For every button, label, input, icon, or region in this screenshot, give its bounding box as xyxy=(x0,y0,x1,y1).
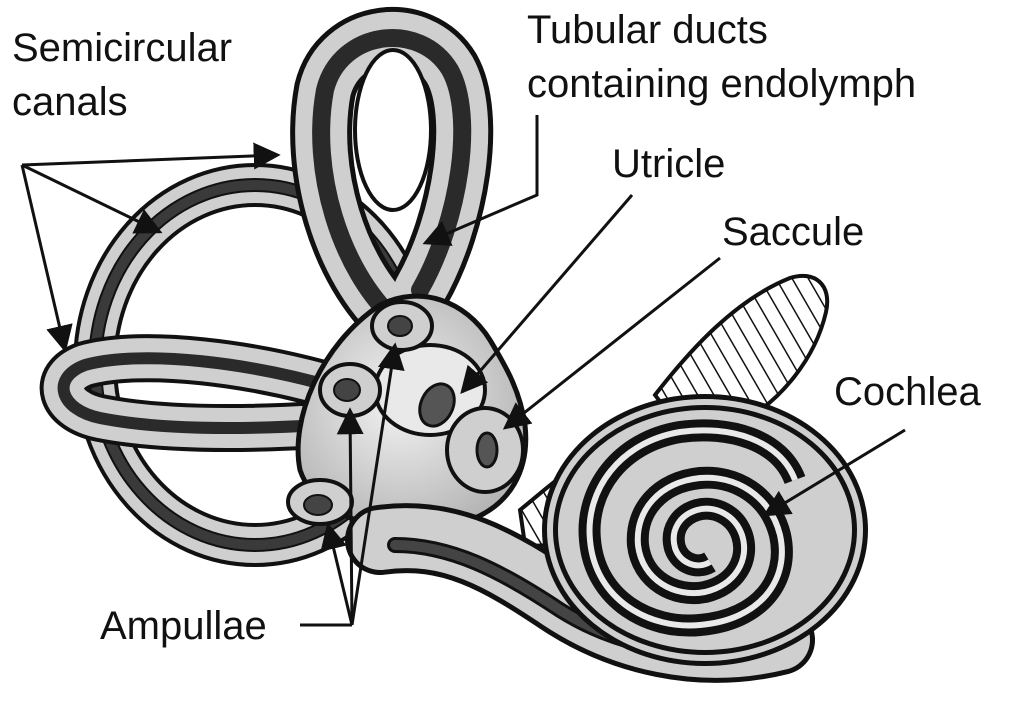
label-cochlea: Cochlea xyxy=(834,370,981,414)
leader-ampullae-2 xyxy=(336,407,364,626)
leader-lines xyxy=(20,115,906,627)
label-ampullae: Ampullae xyxy=(100,604,267,648)
saccule-macula xyxy=(475,431,499,469)
leader-utricle xyxy=(460,194,634,395)
leader-ampullae-1 xyxy=(320,522,354,626)
label-semicircular-line2: canals xyxy=(12,80,128,124)
anterior-semicircular-canal xyxy=(290,7,494,351)
leader-semicircular-1 xyxy=(21,142,281,170)
leader-semicircular-2 xyxy=(21,163,163,234)
label-tubular-line1: Tubular ducts xyxy=(527,8,768,52)
leader-cochlea xyxy=(762,428,906,517)
lateral-semicircular-canal xyxy=(39,334,404,452)
utricle-macula xyxy=(418,382,456,428)
label-semicircular-line1: Semicircular xyxy=(12,26,233,70)
leader-saccule xyxy=(502,256,721,430)
ampulla-upper-crista xyxy=(387,315,413,337)
cochlea-spiral xyxy=(542,394,868,666)
label-saccule: Saccule xyxy=(722,210,865,254)
leader-tubular xyxy=(422,115,539,246)
ampulla-lower-crista xyxy=(303,494,333,516)
label-tubular-line2: containing endolymph xyxy=(527,62,917,106)
ampulla-middle-crista xyxy=(333,378,361,402)
leader-semicircular-3 xyxy=(20,164,73,353)
vestibule xyxy=(286,293,529,532)
label-utricle: Utricle xyxy=(612,142,726,186)
leader-ampullae-3 xyxy=(350,342,405,626)
